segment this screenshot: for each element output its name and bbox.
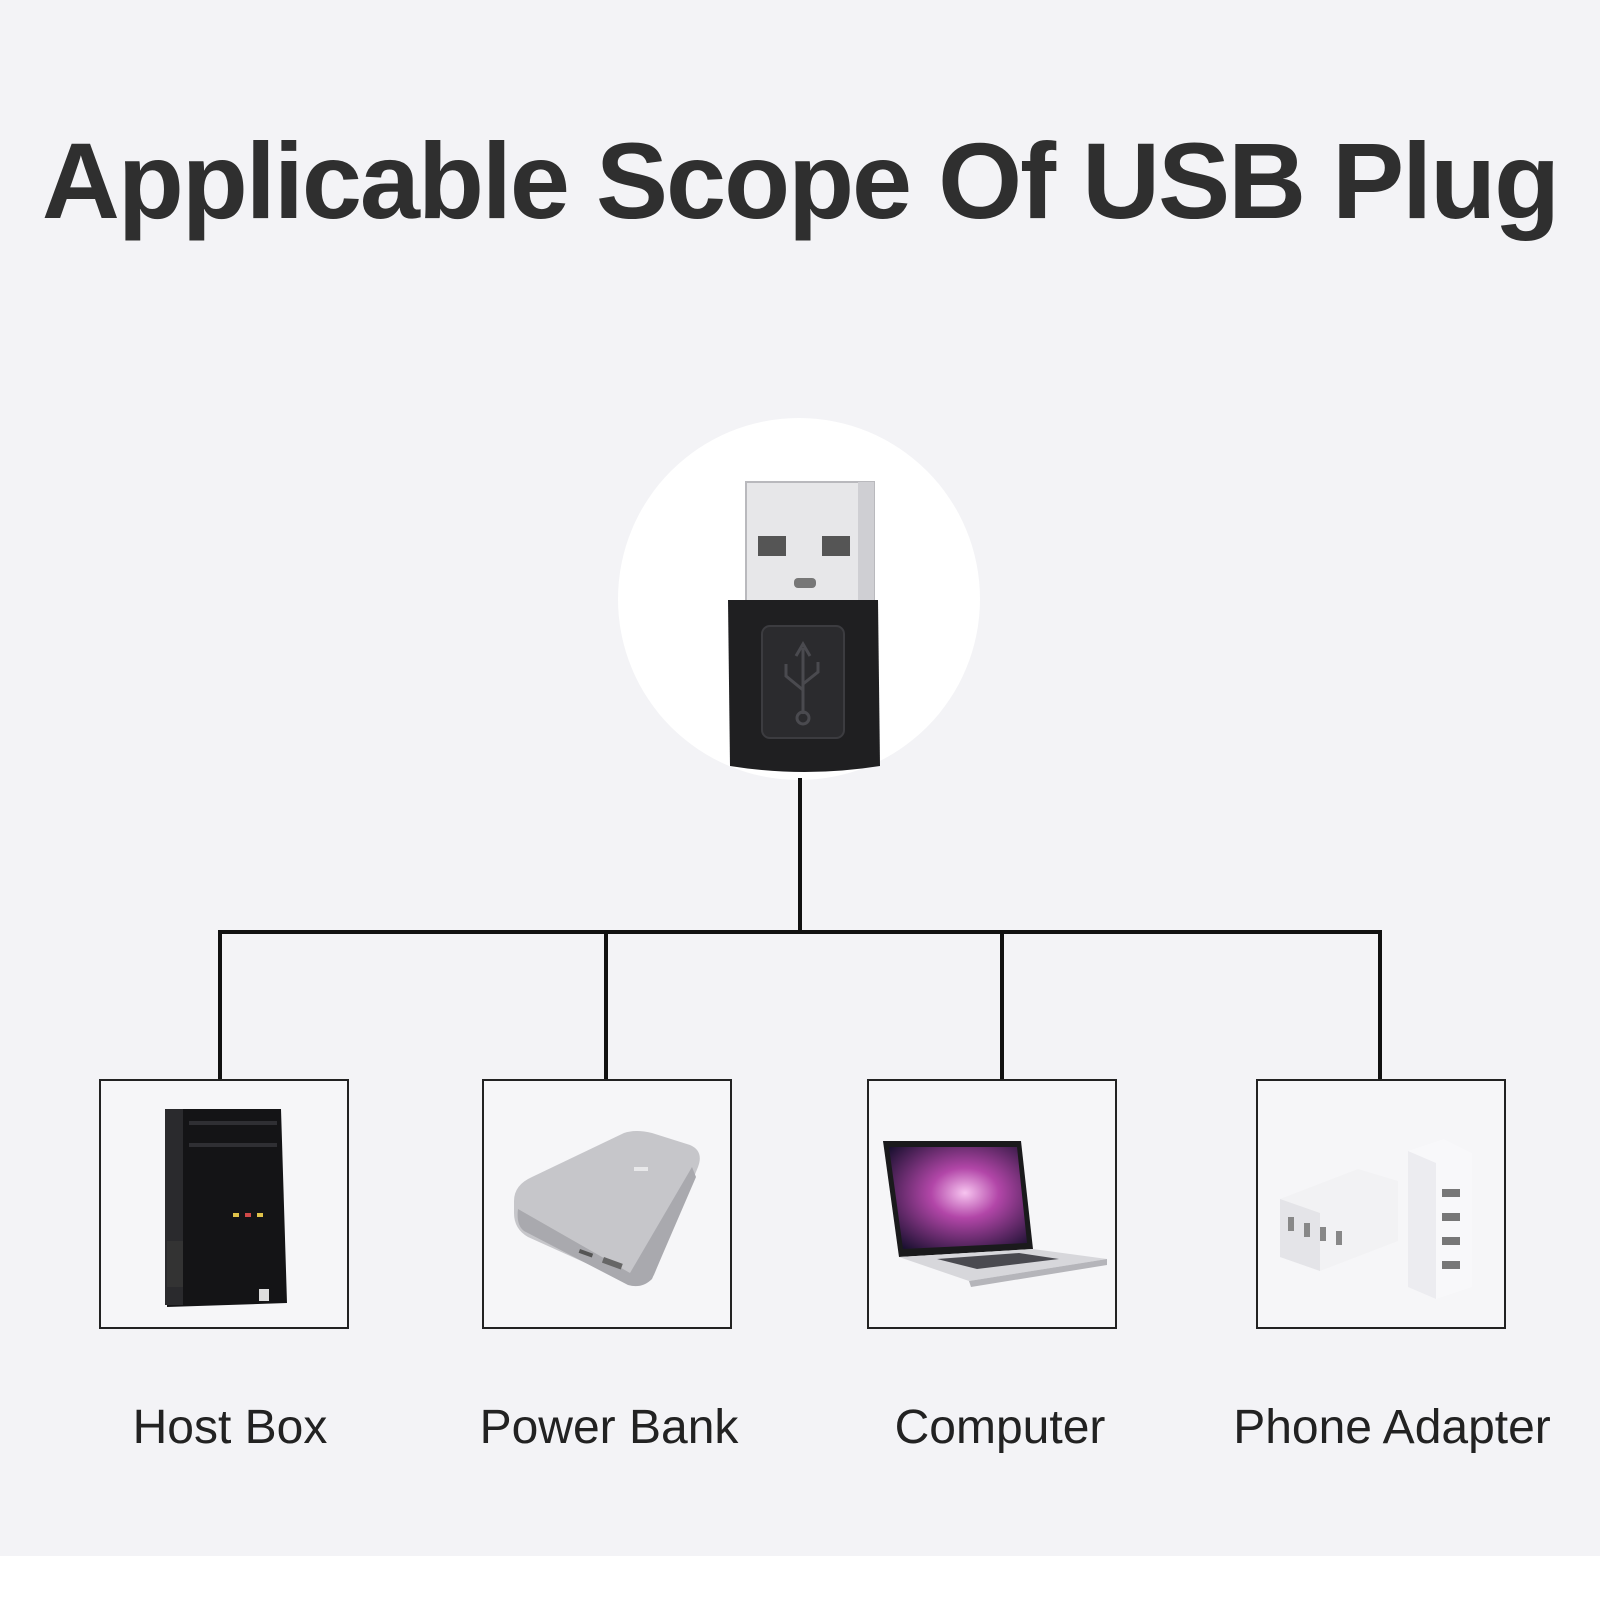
usb-charger-icon — [1280, 1139, 1472, 1299]
usb-plug-icon — [728, 481, 880, 772]
device-box-computer — [867, 1079, 1117, 1329]
device-box-host-box — [99, 1079, 349, 1329]
device-box-phone-adapter — [1256, 1079, 1506, 1329]
bottom-border-strip — [0, 1556, 1600, 1600]
laptop-icon — [883, 1141, 1107, 1287]
page-title: Applicable Scope Of USB Plug — [41, 120, 1560, 241]
device-box-power-bank — [482, 1079, 732, 1329]
device-label-host-box: Host Box — [132, 1401, 328, 1454]
device-label-phone-adapter: Phone Adapter — [1233, 1401, 1551, 1454]
device-label-power-bank: Power Bank — [479, 1401, 739, 1454]
device-label-computer: Computer — [894, 1401, 1106, 1454]
host-box-icon — [165, 1109, 287, 1307]
power-bank-icon — [514, 1131, 700, 1287]
